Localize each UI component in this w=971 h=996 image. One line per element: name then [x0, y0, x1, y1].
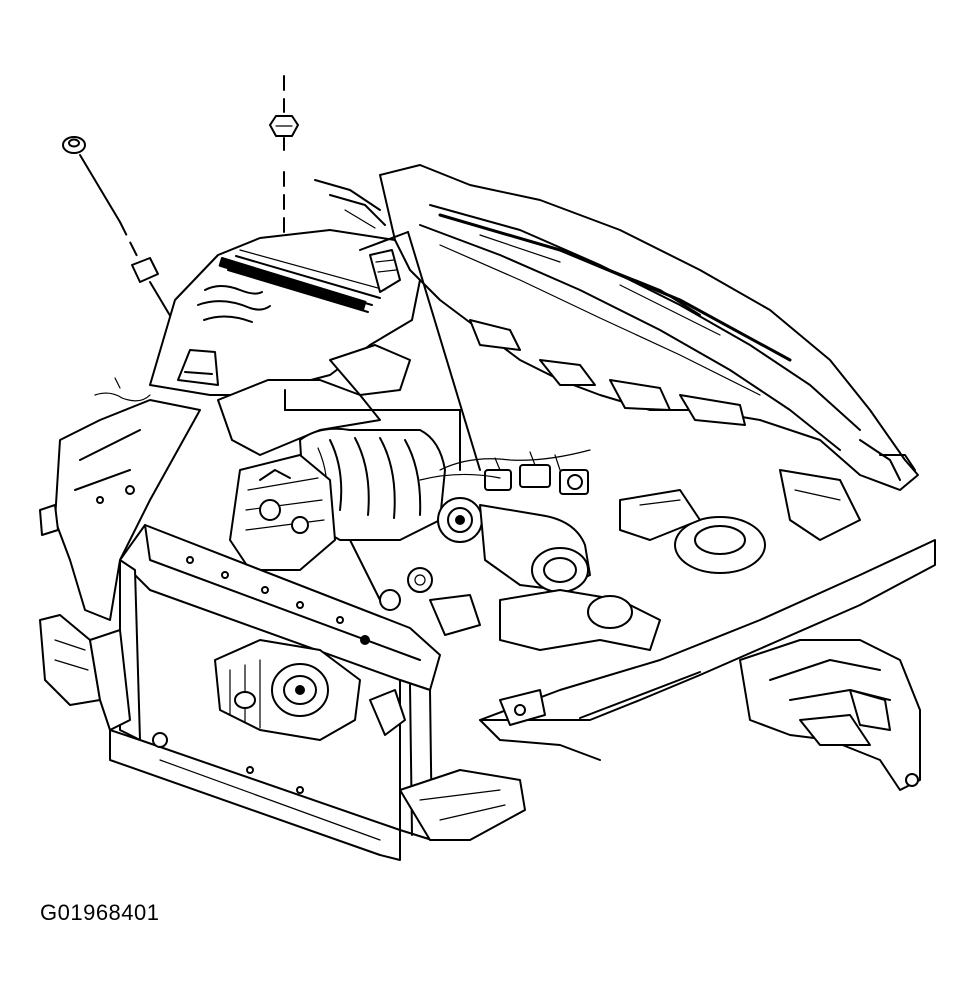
grommet-top-left — [62, 136, 86, 154]
callout-line-dashed-box — [284, 389, 461, 471]
engine-cover — [149, 229, 421, 456]
cowl-panel — [314, 179, 401, 293]
figure-id-label: G01968401 — [40, 900, 160, 925]
engine — [229, 427, 861, 651]
right-fender — [479, 539, 936, 791]
leader-line-dashed-left — [119, 221, 141, 263]
hood — [379, 164, 919, 491]
grommet-lower-left — [131, 257, 159, 283]
callout-line-right — [407, 231, 481, 471]
reservoir-cap-right — [674, 516, 766, 574]
ac-compressor — [214, 639, 406, 741]
leader-line-solid-left — [79, 154, 121, 223]
center-fastener-assembly — [269, 75, 299, 279]
cover-mount-left — [177, 349, 219, 386]
wheel-well — [739, 639, 921, 791]
cover-emblem — [197, 285, 271, 323]
wiring-left — [94, 377, 151, 402]
radiator-support — [39, 399, 526, 861]
